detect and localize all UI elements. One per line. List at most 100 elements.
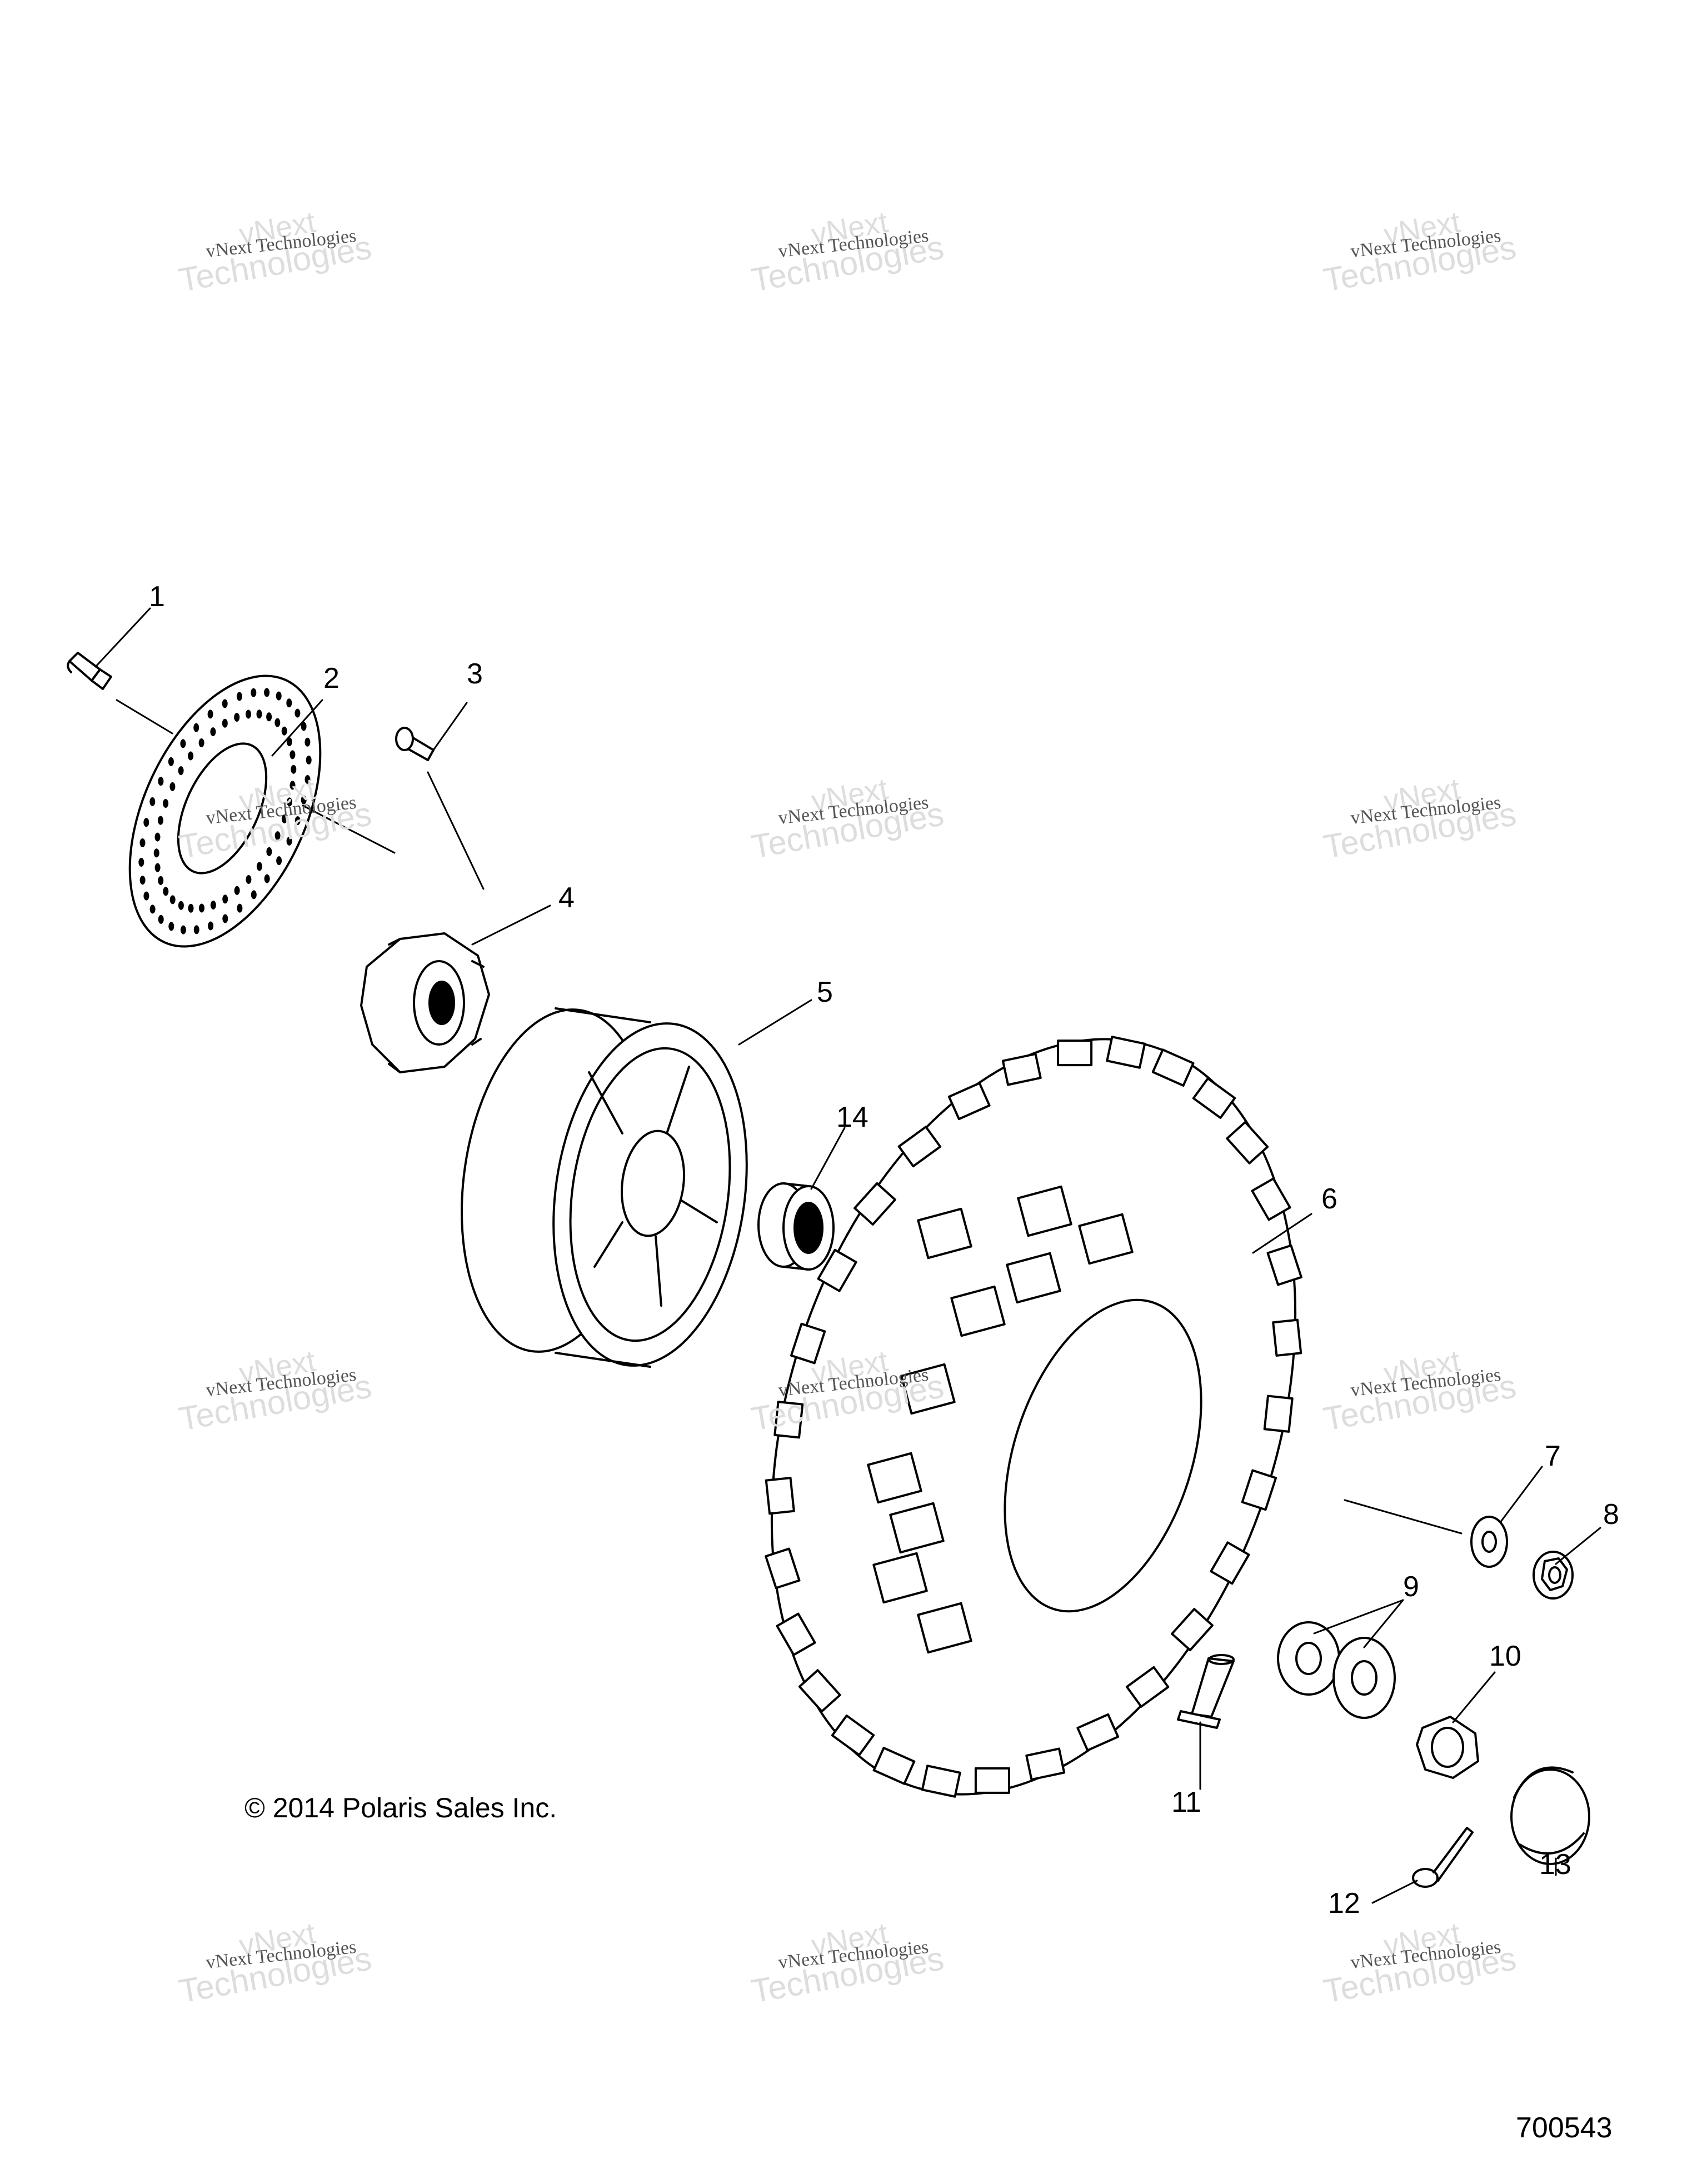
disc-hole: [198, 738, 204, 747]
tire-lug: [798, 1669, 841, 1713]
disc-hole: [246, 875, 252, 884]
tire-lug: [1001, 1053, 1042, 1086]
tire-lug: [1076, 1713, 1120, 1752]
tire-lug: [947, 1082, 991, 1121]
tire-lug: [1125, 1666, 1170, 1708]
tire-tread-block: [1078, 1213, 1134, 1265]
disc-hole: [208, 921, 214, 931]
tire-lug: [765, 1547, 801, 1590]
part-4-hub: [360, 932, 490, 1073]
disc-hole: [222, 699, 228, 708]
disc-hole: [264, 874, 270, 883]
disc-hole: [286, 836, 292, 846]
tire-lug: [1025, 1747, 1066, 1781]
disc-hole: [256, 862, 262, 871]
part-2-brake-disc: [128, 674, 322, 948]
callout-9: 9: [1403, 1571, 1419, 1603]
tire-tread-block: [1017, 1185, 1072, 1237]
part-9-washers: [1277, 1621, 1396, 1719]
tire-tread-block: [917, 1602, 972, 1654]
part-6-tire: [765, 1036, 1302, 1798]
disc-hole: [290, 750, 296, 759]
disc-hole: [193, 925, 199, 934]
disc-hole: [180, 925, 186, 934]
tire-lug: [1106, 1036, 1146, 1069]
disc-hole: [281, 726, 287, 736]
tire-lug: [1272, 1318, 1302, 1357]
leader-lines: [94, 607, 1601, 1904]
copyright-notice: © 2014 Polaris Sales Inc.: [244, 1792, 557, 1823]
tire-lug: [765, 1477, 795, 1515]
disc-hole: [139, 838, 146, 847]
disc-hole: [256, 709, 262, 719]
disc-hole: [163, 887, 169, 896]
disc-hole: [251, 688, 257, 697]
tire-tread-block: [917, 1207, 972, 1260]
tire-lug: [921, 1765, 961, 1798]
disc-hole: [188, 751, 194, 761]
disc-hole: [236, 692, 242, 701]
callout-4: 4: [558, 882, 575, 914]
tire-lug: [872, 1747, 916, 1785]
disc-hole: [234, 713, 240, 722]
disc-hole: [139, 876, 146, 885]
part-7-washer: [1470, 1516, 1508, 1568]
disc-hole: [178, 766, 184, 776]
disc-hole: [210, 727, 216, 737]
tire-lug: [1171, 1608, 1214, 1652]
disc-hole: [276, 691, 282, 701]
tire-lug: [1192, 1077, 1236, 1120]
tire-tread-block: [1006, 1252, 1061, 1304]
disc-hole: [274, 718, 281, 727]
disc-hole: [158, 876, 164, 885]
callout-7: 7: [1545, 1440, 1561, 1472]
disc-hole: [290, 781, 296, 790]
disc-hole: [188, 903, 194, 913]
part-3-pin: [395, 727, 435, 761]
callout-14: 14: [836, 1101, 869, 1133]
disc-hole: [234, 886, 240, 895]
disc-hole: [301, 722, 307, 731]
disc-hole: [295, 708, 301, 718]
disc-hole: [154, 832, 161, 842]
disc-hole: [149, 797, 156, 806]
callout-13: 13: [1539, 1848, 1571, 1881]
part-8-flange-nut: [1533, 1551, 1574, 1600]
tire-lug: [776, 1612, 816, 1656]
tire-lug: [831, 1714, 875, 1756]
callout-10: 10: [1489, 1640, 1521, 1672]
tire-lug: [1226, 1121, 1269, 1165]
callout-11: 11: [1171, 1786, 1201, 1818]
tire-lug: [1151, 1048, 1195, 1087]
disc-hole: [305, 737, 311, 747]
disc-hole: [301, 795, 307, 804]
disc-hole: [207, 709, 213, 719]
callout-8: 8: [1603, 1498, 1619, 1531]
tire-lug: [897, 1126, 942, 1168]
callout-1: 1: [149, 581, 165, 613]
disc-hole: [193, 723, 199, 732]
disc-hole: [154, 863, 161, 872]
tire-lug: [790, 1322, 826, 1365]
tire-lug: [1241, 1469, 1277, 1511]
disc-hole: [199, 903, 204, 913]
disc-hole: [266, 712, 272, 722]
tire-lug: [1263, 1395, 1294, 1433]
part-12-cotter-pin: [1412, 1827, 1474, 1888]
tire-lug: [817, 1248, 857, 1292]
tire-lug: [1057, 1039, 1093, 1067]
disc-hole: [138, 858, 144, 867]
disc-hole: [158, 816, 163, 825]
tire-lug: [974, 1767, 1010, 1794]
callout-3: 3: [467, 658, 483, 690]
